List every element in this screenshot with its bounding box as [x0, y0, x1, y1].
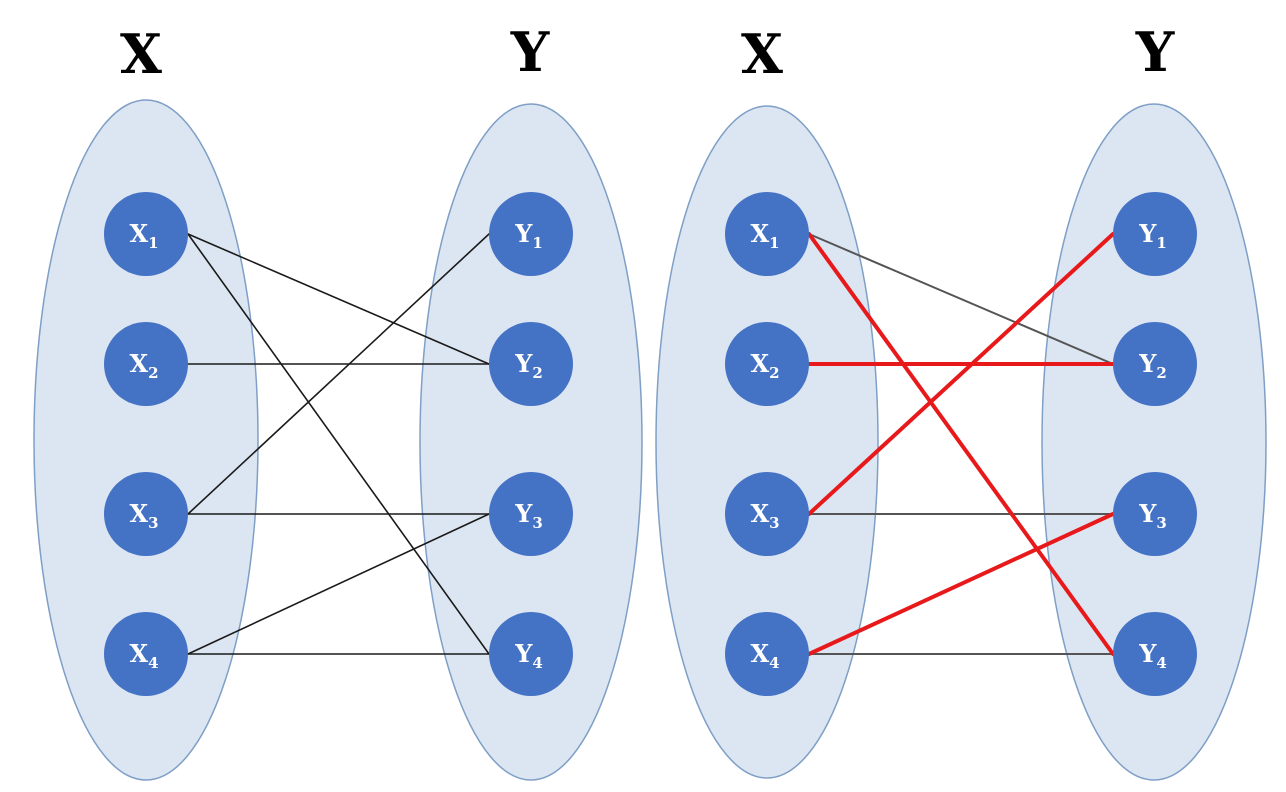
- right-node-x3: X3: [725, 472, 809, 556]
- left-node-y4-circle: [489, 612, 573, 696]
- right-node-y2: Y2: [1113, 322, 1197, 406]
- right-y-set-title: Y: [1135, 20, 1176, 84]
- right-x-set-ellipse: [655, 105, 879, 779]
- right-node-x1: X1: [725, 192, 809, 276]
- right-node-y1-label: Y1: [1138, 219, 1167, 252]
- left-node-y2-label: Y2: [514, 349, 543, 382]
- right-node-x4: X4: [725, 612, 809, 696]
- left-edge-x1-y2: [187, 233, 490, 365]
- left-node-y2: Y2: [489, 322, 573, 406]
- right-node-y3-label: Y3: [1138, 499, 1167, 532]
- left-node-x2-circle: [104, 322, 188, 406]
- left-node-x3-circle: [104, 472, 188, 556]
- right-node-x3-label: X3: [750, 499, 779, 532]
- left-node-y4-label: Y4: [514, 639, 543, 672]
- left-node-x1: X1: [104, 192, 188, 276]
- right-node-x1-label: X1: [750, 219, 779, 252]
- left-node-x4-circle: [104, 612, 188, 696]
- right-node-x3-circle: [725, 472, 809, 556]
- right-node-y4-circle: [1113, 612, 1197, 696]
- right-node-y1: Y1: [1113, 192, 1197, 276]
- right-node-x1-circle: [725, 192, 809, 276]
- right-node-y3: Y3: [1113, 472, 1197, 556]
- right-node-y1-circle: [1113, 192, 1197, 276]
- left-node-x1-circle: [104, 192, 188, 276]
- left-node-y1-circle: [489, 192, 573, 276]
- right-x-set-title: X: [741, 22, 783, 86]
- left-node-x3: X3: [104, 472, 188, 556]
- left-edge-x1-y4: [187, 233, 490, 655]
- right-node-x4-circle: [725, 612, 809, 696]
- right-y-set-ellipse: [1041, 103, 1267, 781]
- left-x-set-ellipse: [33, 99, 259, 781]
- left-node-x3-label: X3: [129, 499, 158, 532]
- left-node-y2-circle: [489, 322, 573, 406]
- left-node-y4: Y4: [489, 612, 573, 696]
- right-node-y4: Y4: [1113, 612, 1197, 696]
- left-node-x4: X4: [104, 612, 188, 696]
- right-edge-x4-y3-matched: [807, 512, 1115, 656]
- left-node-y1: Y1: [489, 192, 573, 276]
- right-node-x2-label: X2: [750, 349, 779, 382]
- left-y-set-ellipse: [419, 103, 643, 781]
- right-node-x2-circle: [725, 322, 809, 406]
- right-node-y2-circle: [1113, 322, 1197, 406]
- left-edges: [187, 233, 490, 655]
- left-node-x1-label: X1: [129, 219, 158, 252]
- left-node-x4-label: X4: [129, 639, 158, 672]
- left-node-x2: X2: [104, 322, 188, 406]
- left-node-y3-circle: [489, 472, 573, 556]
- left-edge-x4-y3: [187, 513, 490, 655]
- right-edge-x3-y1-matched: [807, 232, 1115, 516]
- left-y-set-title: Y: [510, 20, 551, 84]
- left-x-set-title: X: [120, 22, 162, 86]
- left-node-y3: Y3: [489, 472, 573, 556]
- right-node-y4-label: Y4: [1138, 639, 1167, 672]
- left-node-y1-label: Y1: [514, 219, 543, 252]
- right-node-x4-label: X4: [750, 639, 779, 672]
- left-edge-x3-y1: [187, 233, 490, 515]
- left-node-x2-label: X2: [129, 349, 158, 382]
- right-node-y3-circle: [1113, 472, 1197, 556]
- right-node-x2: X2: [725, 322, 809, 406]
- right-edges: [807, 232, 1115, 656]
- right-node-y2-label: Y2: [1138, 349, 1167, 382]
- right-edge-x1-y4-matched: [807, 232, 1115, 656]
- right-edge-x1-y2: [808, 233, 1114, 365]
- left-node-y3-label: Y3: [514, 499, 543, 532]
